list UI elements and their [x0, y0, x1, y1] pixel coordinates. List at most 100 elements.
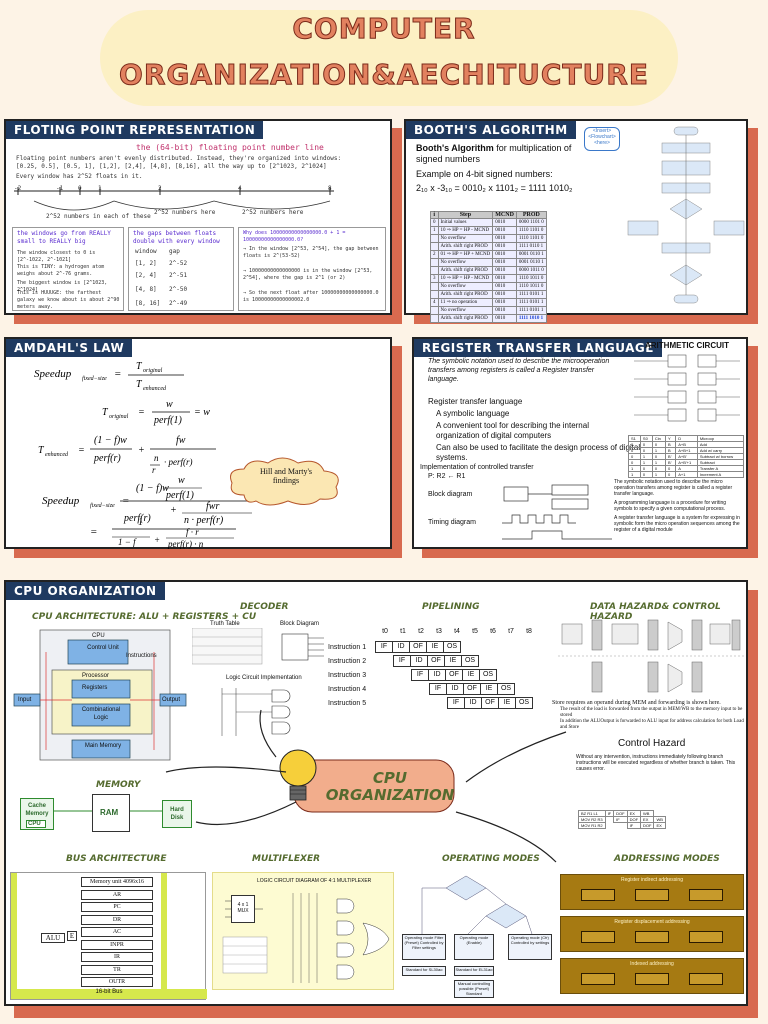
pipeline-time-label: t1: [400, 628, 406, 635]
why-card-line: → So the next float after 10000000000000…: [243, 290, 379, 303]
gaps-row-window: [8, 16]: [135, 300, 161, 307]
booth-table-cell: 11 ⇒ no operation: [437, 298, 494, 307]
floating-body2: [0.25, 0.5], [0.5, 1], [1,2], [2,4], [4,…: [16, 163, 327, 170]
gaps-row-window: [1, 2]: [135, 260, 157, 267]
pipeline-instruction-label: Instruction 4: [328, 685, 367, 693]
bus-register: DR: [81, 914, 153, 925]
windows-card-line: The biggest window is [2^1023, 2^1024]: [17, 280, 108, 293]
booth-table-header: MCND: [492, 211, 517, 219]
svg-text:T: T: [136, 379, 143, 390]
amdahl-cloud-text: Hill and Marty's findings: [259, 467, 313, 485]
arch-block-input: Input: [18, 697, 32, 703]
svg-text:enhanced: enhanced: [143, 386, 167, 392]
booth-description: Booth's Algorithm for multiplication of …: [416, 143, 584, 165]
booth-table-cell: Arith. shift right PROD: [437, 266, 494, 275]
tick-label: 2: [158, 185, 162, 192]
booth-desc-rest: for multiplication of signed numbers: [416, 143, 572, 164]
opmode-box: Manual controlling possible (Preset) Sta…: [454, 980, 494, 998]
mux-caption: LOGIC CIRCUIT DIAGRAM OF 4:1 MULTIPLEXER: [257, 878, 372, 884]
hazard-text: Store requires an operand during MEM and…: [552, 700, 748, 731]
cpu-architecture-diagram: [13, 629, 187, 761]
pipeline-time-label: t7: [508, 628, 514, 635]
floating-panel: FLOTING POINT REPRESENTATION the (64-bit…: [4, 119, 392, 315]
booth-table-cell: Arith. shift right PROD: [437, 290, 494, 299]
svg-text:r: r: [152, 465, 156, 475]
bubble-line: <Flowchart>: [588, 134, 616, 140]
addressing-mode-box: [689, 889, 723, 901]
booth-table-cell: 0010: [492, 282, 517, 291]
svg-text:f · r: f · r: [186, 527, 199, 537]
mux-gates: [222, 893, 390, 983]
svg-text:T: T: [136, 361, 143, 372]
svg-text:perf(r): perf(r): [123, 513, 151, 524]
svg-text:+: +: [170, 505, 177, 516]
arch-block-registers: Registers: [82, 685, 108, 691]
cpu-heading: CPU ORGANIZATION: [6, 582, 165, 600]
booth-table-cell: 1111 0101 1: [515, 290, 547, 299]
booth-desc-bold: Booth's Algorithm: [416, 143, 494, 153]
booth-table-cell: No overflow: [437, 258, 494, 267]
booth-table-header: i: [430, 211, 439, 219]
addressing-mode-label: Register displacement addressing: [614, 919, 690, 925]
memory-cpu: CPU: [28, 821, 41, 827]
svg-text:fwr: fwr: [206, 501, 219, 512]
rtl-notes: The symbolic notation used to describe t…: [614, 479, 744, 533]
booth-table-cell: [430, 266, 439, 275]
rtl-bullet1: The symbolic notation used to describe t…: [428, 358, 610, 383]
window-note-right: 2^52 numbers here: [242, 209, 304, 216]
svg-text:+: +: [154, 535, 160, 545]
tick-label: 4: [238, 185, 242, 192]
booth-table-cell: Arith. shift right PROD: [437, 242, 494, 251]
bus-footer: 16-bit Bus: [11, 989, 207, 999]
bus-register: OUTR: [81, 977, 153, 987]
bus-register: INPR: [81, 939, 153, 950]
title-banner: [100, 10, 678, 106]
pipeline-time-label: t3: [436, 628, 442, 635]
bubble-line: <here>: [594, 140, 610, 146]
cpu-center-title: CPU ORGANIZATION: [325, 769, 455, 804]
svg-text:= w: = w: [194, 407, 210, 418]
svg-text:(1 − f)w: (1 − f)w: [136, 483, 169, 494]
booth-example-label: Example on 4-bit signed numbers:: [416, 169, 553, 179]
svg-text:fw: fw: [176, 435, 186, 446]
svg-text:original: original: [109, 414, 129, 420]
booth-table-cell: No overflow: [437, 282, 494, 291]
rtl-impl-eq: P: R2 ← R1: [428, 473, 466, 480]
opmodes-diagram: Operating mode Filter (Preset) Controlle…: [398, 872, 556, 1000]
rtl-note: A register transfer language is a system…: [614, 515, 740, 533]
booth-table-cell: 0010: [492, 274, 517, 283]
gaps-card-title: the gaps between floats double with ever…: [133, 230, 220, 245]
addressing-mode-box: [581, 889, 615, 901]
svg-text:w: w: [166, 399, 173, 410]
opmode-box: Operating mode (Enable): [454, 934, 494, 960]
pipeline-time-label: t5: [472, 628, 478, 635]
addressing-mode-card: Indexed addressing: [560, 958, 744, 994]
pipeline-stage-cell: OS: [443, 641, 461, 653]
booth-table-cell: 1111 0110 1: [515, 242, 547, 251]
svg-text:Speedup: Speedup: [34, 368, 72, 380]
arch-block-output: Output: [162, 697, 181, 703]
rtl-block-label: Block diagram: [428, 491, 473, 498]
booth-table-cell: 1111 0101 1: [515, 298, 547, 307]
svg-text:· perf(r): · perf(r): [164, 457, 193, 467]
booth-heading: BOOTH'S ALGORITHM: [406, 121, 576, 139]
mux-block: 4 x 1 MUX: [231, 895, 255, 923]
arith-circuit-diagram: [634, 354, 740, 422]
rtl-sub3: Can also be used to facilitate the desig…: [436, 443, 641, 462]
pipeline-time-label: t4: [454, 628, 460, 635]
booth-table-cell: 0001 0110 1: [515, 250, 547, 259]
rtl-heading: REGISTER TRANSFER LANGUAGE: [414, 339, 662, 357]
svg-text:perf(1): perf(1): [153, 415, 182, 426]
booth-table-cell: 4: [430, 298, 439, 307]
